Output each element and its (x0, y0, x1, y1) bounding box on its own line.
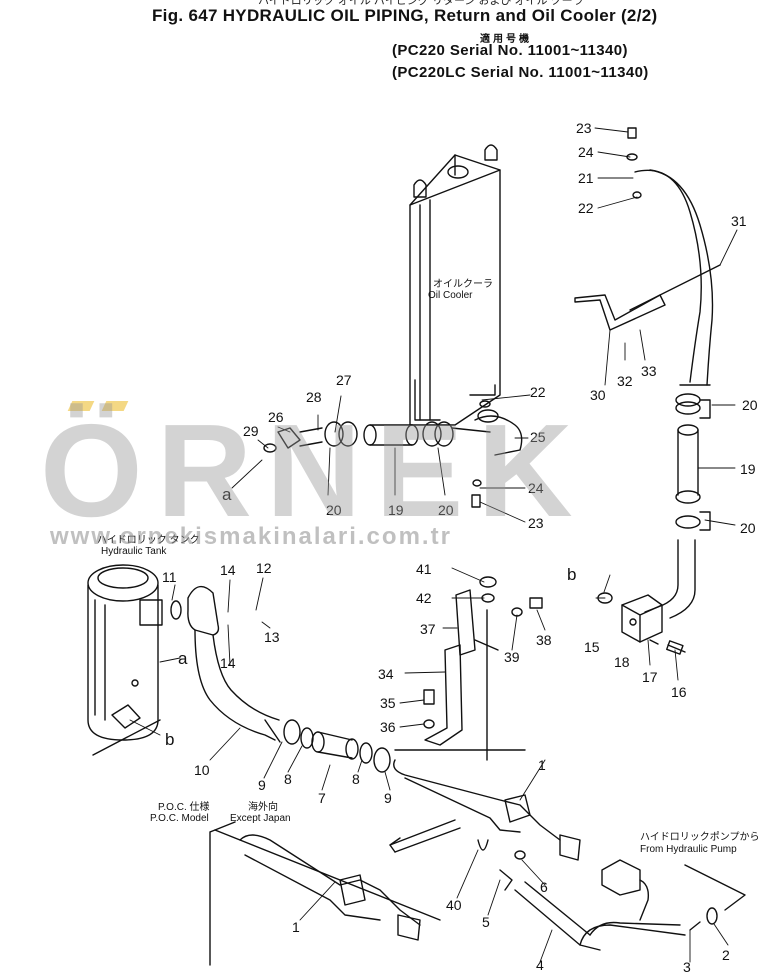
label-hydraulic-tank-jp: ハイドロリック タンク (97, 534, 200, 546)
callout-14: 14 (220, 562, 236, 578)
callout-19: 19 (388, 502, 404, 518)
callout-22: 22 (578, 200, 594, 216)
callout-38: 38 (536, 632, 552, 648)
callout-11: 11 (162, 569, 177, 585)
callout-18: 18 (614, 654, 630, 670)
callout-9: 9 (258, 777, 266, 793)
callout-2: 2 (722, 947, 730, 963)
callout-23: 23 (528, 515, 544, 531)
ref-letters: a a b b (165, 485, 576, 749)
ref-a: a (178, 649, 188, 668)
callout-24: 24 (528, 480, 544, 496)
callout-27: 27 (336, 372, 352, 388)
callout-17: 17 (642, 669, 658, 685)
callout-32: 32 (617, 373, 633, 389)
callout-6: 6 (540, 879, 548, 895)
elbow-pipe-10 (170, 585, 281, 743)
figure-title: Fig. 647 HYDRAULIC OIL PIPING, Return an… (152, 6, 658, 25)
leader-lines (129, 127, 738, 963)
callout-12: 12 (256, 560, 272, 576)
pump-pipe (579, 859, 746, 946)
callout-3: 3 (683, 959, 691, 972)
callout-19: 19 (740, 461, 756, 477)
callout-16: 16 (671, 684, 687, 700)
callout-37: 37 (420, 621, 436, 637)
callout-7: 7 (318, 790, 326, 806)
callout-36: 36 (380, 719, 396, 735)
callout-41: 41 (416, 561, 432, 577)
poc-pipe (209, 821, 441, 966)
callout-21: 21 (578, 170, 594, 186)
callout-5: 5 (482, 914, 490, 930)
callout-35: 35 (380, 695, 396, 711)
callout-31: 31 (731, 213, 747, 229)
hydraulic-tank (87, 564, 163, 756)
label-poc-jp: P.O.C. 仕様 (158, 800, 210, 813)
callout-40: 40 (446, 897, 462, 913)
callout-15: 15 (584, 639, 600, 655)
title-japanese: ハイドロリック オイル パイピング リターン および オイル クーラ (258, 0, 584, 7)
callout-20: 20 (742, 397, 758, 413)
upper-hose (626, 127, 714, 386)
label-except-japan: Except Japan (230, 813, 291, 824)
label-oil-cooler-jp: オイルクーラ (433, 278, 493, 290)
callout-4: 4 (536, 957, 544, 972)
callout-20: 20 (326, 502, 342, 518)
callout-24: 24 (578, 144, 594, 160)
label-hydraulic-tank: Hydraulic Tank (101, 546, 167, 557)
label-from-pump-jp: ハイドロリックポンプから (640, 831, 760, 843)
callout-25: 25 (530, 429, 546, 445)
callout-26: 26 (268, 409, 284, 425)
callout-42: 42 (416, 590, 432, 606)
callout-1: 1 (538, 757, 546, 773)
callout-20: 20 (740, 520, 756, 536)
main-pipe-1 (393, 749, 601, 951)
label-except-japan-jp: 海外向 (248, 800, 278, 813)
callout-23: 23 (576, 120, 592, 136)
label-poc: P.O.C. Model (150, 813, 209, 824)
bracket-34 (423, 576, 543, 761)
callouts: 1 1 2 3 4 5 6 7 8 8 9 9 10 11 12 13 14 1… (162, 120, 758, 972)
view-arrow (389, 819, 461, 853)
bracket-30 (574, 264, 721, 331)
callout-39: 39 (504, 649, 520, 665)
callout-28: 28 (306, 389, 322, 405)
right-hose-19 (644, 393, 711, 619)
callout-13: 13 (264, 629, 280, 645)
callout-20: 20 (438, 502, 454, 518)
callout-1: 1 (292, 919, 300, 935)
callout-34: 34 (378, 666, 394, 682)
middle-hose-19 (263, 400, 523, 508)
callout-8: 8 (352, 771, 360, 787)
callout-29: 29 (243, 423, 259, 439)
label-from-pump: From Hydraulic Pump (640, 844, 737, 855)
callout-14: 14 (220, 655, 236, 671)
callout-22: 22 (530, 384, 546, 400)
figure-header: ハイドロリック オイル パイピング リターン および オイル クーラ Fig. … (0, 0, 763, 90)
serial-row-pc220lc: (PC220LC Serial No. 11001~11340) (392, 64, 649, 81)
flange-block-18 (597, 592, 686, 655)
callout-9: 9 (384, 790, 392, 806)
ref-a: a (222, 485, 232, 504)
ref-b: b (567, 565, 576, 584)
coupling-group (283, 719, 391, 773)
label-oil-cooler: Oil Cooler (428, 290, 473, 301)
callout-33: 33 (641, 363, 657, 379)
ref-b: b (165, 730, 174, 749)
callout-8: 8 (284, 771, 292, 787)
serial-row-pc220: (PC220 Serial No. 11001~11340) (392, 42, 628, 59)
serial-heading-japanese: 適用号機 (480, 34, 532, 45)
callout-30: 30 (590, 387, 606, 403)
callout-10: 10 (194, 762, 210, 778)
diagram-labels: オイルクーラ Oil Cooler ハイドロリック タンク Hydraulic … (97, 278, 760, 855)
